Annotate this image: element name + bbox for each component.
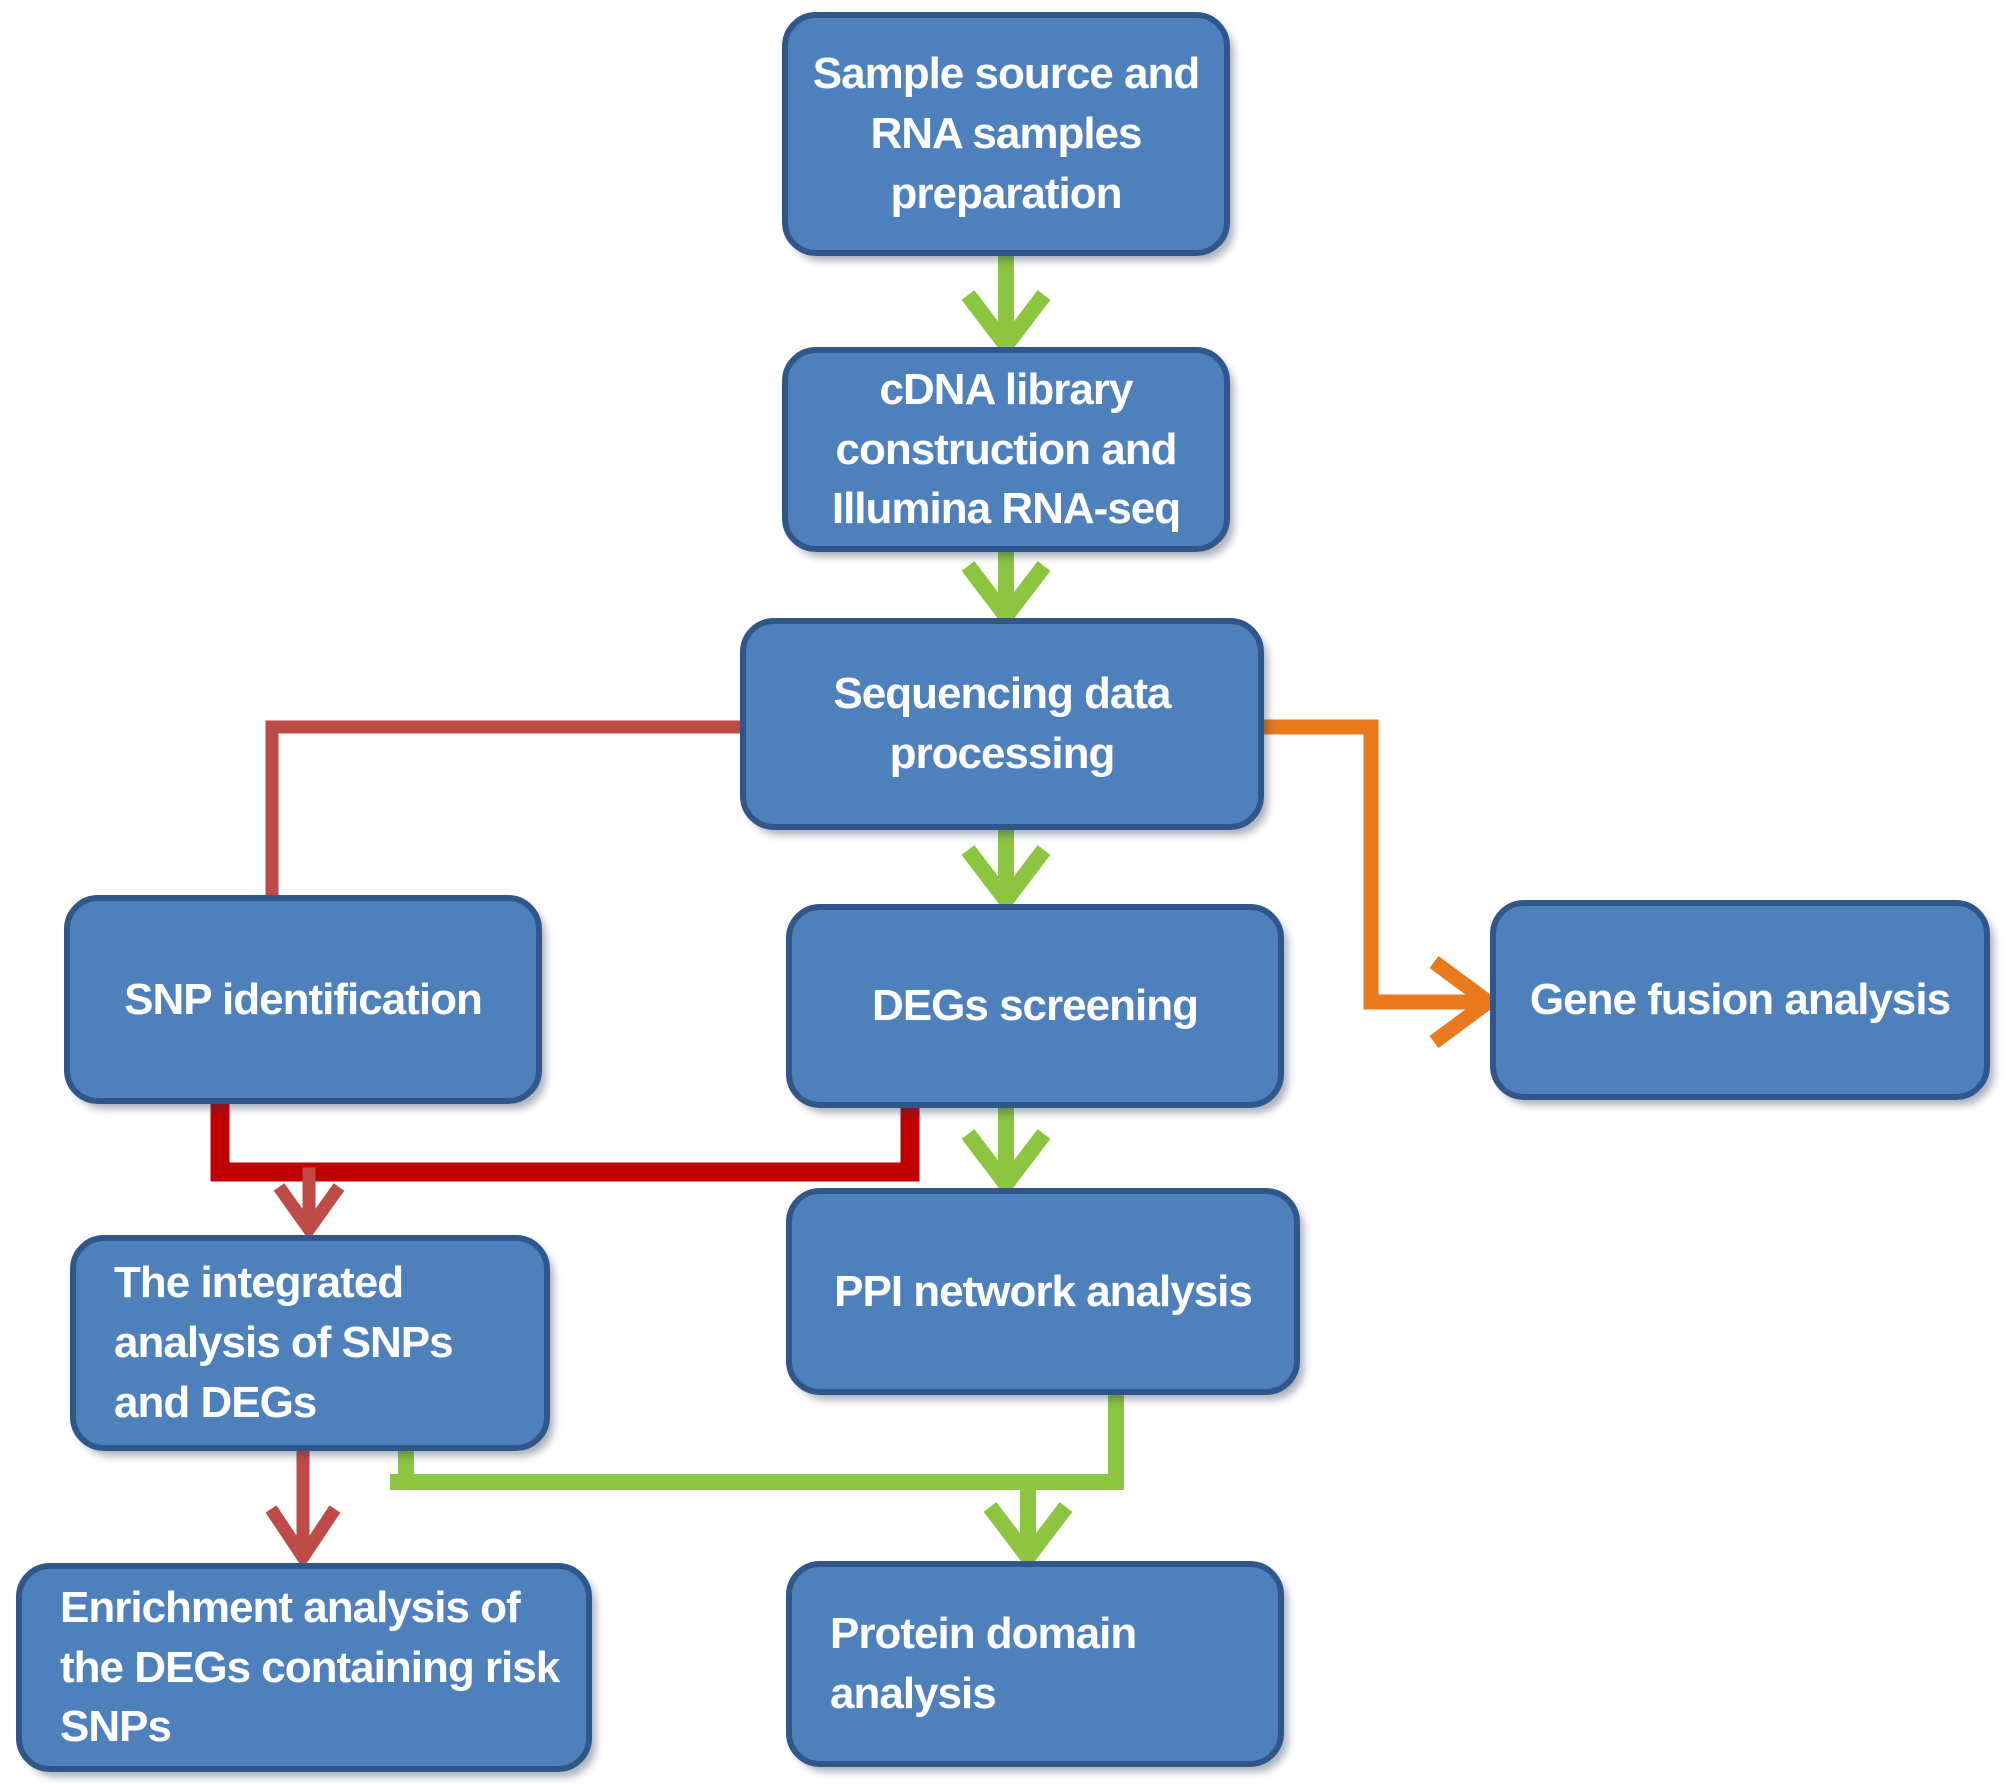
arrow-integrated-to-enrichment	[265, 1444, 341, 1569]
arrow-sequencing-to-degs	[961, 822, 1051, 914]
arrow-cdna-to-sequencing	[961, 544, 1051, 630]
node-snp-identification: SNP identification	[64, 895, 542, 1104]
node-ppi-network-analysis: PPI network analysis	[786, 1188, 1300, 1395]
node-degs-screening: DEGs screening	[786, 904, 1284, 1108]
arrow-merge-to-integrated	[273, 1167, 345, 1241]
arrow-ppi-integrated-to-protein	[390, 1387, 1124, 1571]
node-gene-fusion-analysis: Gene fusion analysis	[1490, 900, 1990, 1100]
connector-snp-degs-merge	[210, 1094, 920, 1182]
node-cdna-library: cDNA library construction and Illumina R…	[782, 347, 1230, 552]
arrow-sequencing-to-genefusion	[1256, 719, 1501, 1049]
node-sample-source: Sample source and RNA samples preparatio…	[782, 12, 1230, 256]
arrow-sample-to-cdna	[961, 248, 1051, 359]
node-sequencing-data-processing: Sequencing data processing	[740, 618, 1264, 830]
node-enrichment-analysis: Enrichment analysis of the DEGs containi…	[16, 1563, 592, 1772]
arrow-degs-to-ppi	[961, 1100, 1051, 1198]
node-protein-domain-analysis: Protein domain analysis	[786, 1561, 1284, 1767]
node-integrated-analysis: The integrated analysis of SNPs and DEGs	[70, 1235, 550, 1451]
arrow-sequencing-to-snp	[265, 720, 747, 898]
